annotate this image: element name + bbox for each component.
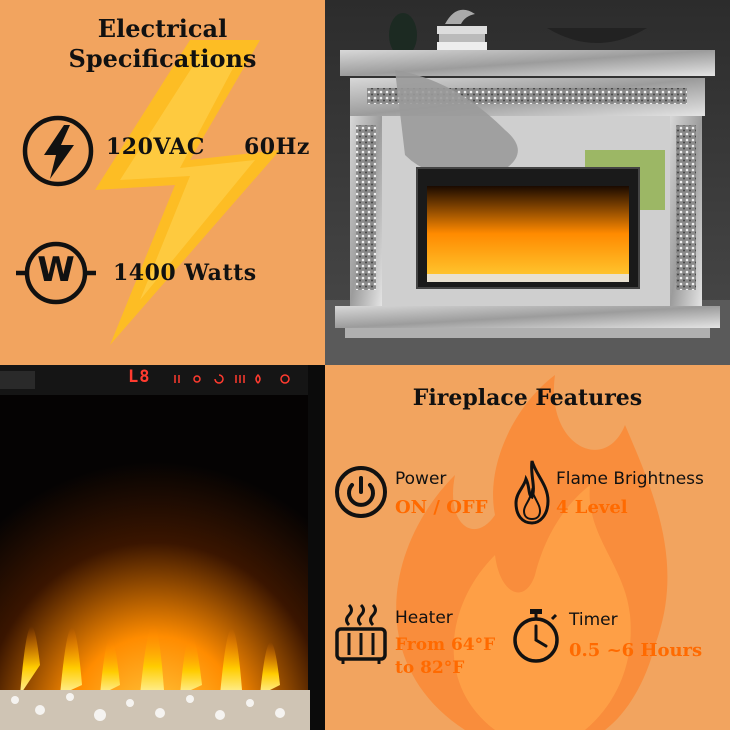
led-readout-display: L8 (128, 367, 151, 387)
fireplace-insert-closeup: L8 (0, 365, 325, 730)
flame-closeup-image (0, 365, 325, 730)
voltage-value: 120VAC (106, 134, 205, 160)
power-icon (335, 466, 387, 518)
heater-label: Heater (395, 608, 453, 628)
power-value: ON / OFF (395, 497, 488, 518)
electrical-title-line2: Specifications (68, 44, 257, 73)
flame-brightness-label: Flame Brightness (556, 469, 704, 489)
wattage-value: 1400 Watts (113, 260, 257, 286)
heater-value-line1: From 64°F (395, 635, 496, 655)
flame-brightness-value: 4 Level (556, 497, 628, 518)
mirrored-fireplace-mantel-image (325, 0, 730, 365)
timer-value: 0.5 ~6 Hours (569, 640, 703, 661)
heater-value-line2: to 82°F (395, 658, 465, 678)
electrical-specifications-panel: Electrical Specifications 120VAC 60Hz W … (0, 0, 325, 365)
watt-symbol: W (37, 250, 75, 290)
lightning-bolt-icon (22, 115, 94, 187)
frequency-value: 60Hz (244, 134, 310, 160)
features-title: Fireplace Features (412, 385, 643, 411)
timer-icon (513, 609, 559, 663)
heater-icon (335, 603, 387, 664)
power-label: Power (395, 469, 447, 489)
fireplace-features-panel: Fireplace Features Power ON / OFF Flame … (325, 365, 730, 730)
lightning-bolt-background (95, 40, 280, 345)
flame-background-graphic (396, 375, 668, 730)
fireplace-product-photo (325, 0, 730, 365)
flame-icon (514, 460, 550, 525)
timer-label: Timer (569, 610, 618, 630)
electrical-title-line1: Electrical (97, 14, 228, 43)
watt-icon (16, 241, 96, 305)
